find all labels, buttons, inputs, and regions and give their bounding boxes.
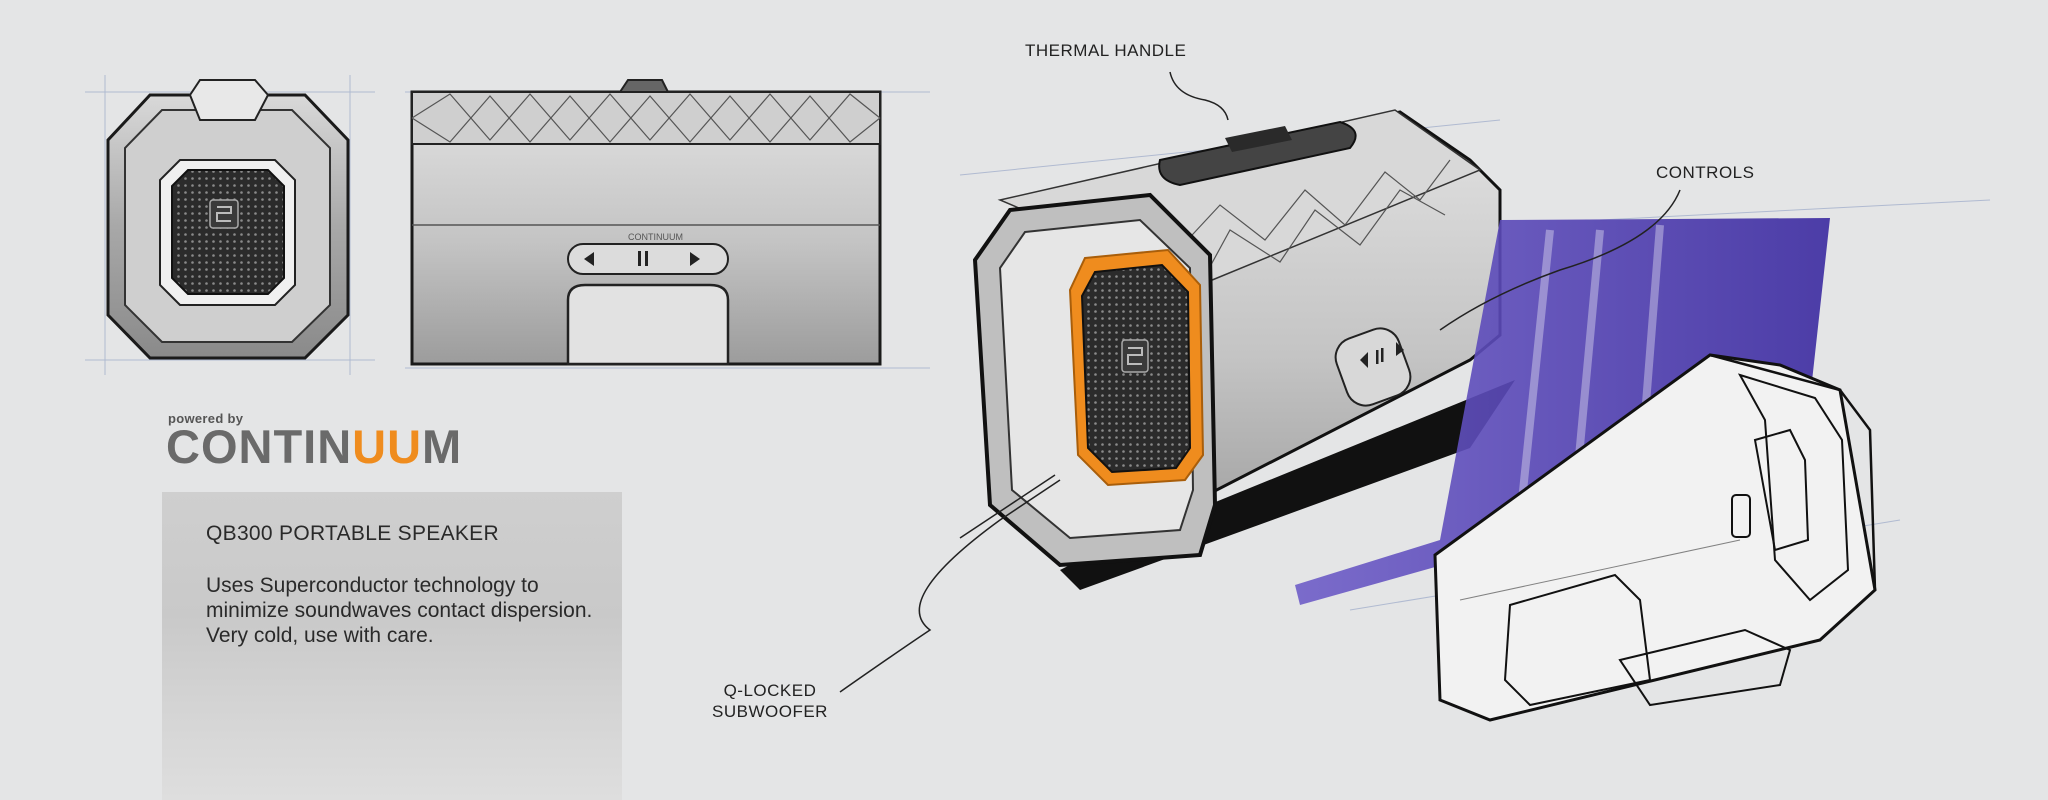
product-description: Uses Superconductor technology to minimi… <box>206 574 593 647</box>
brand-logo: CONTINUUM <box>166 422 462 472</box>
brand-logo-icon <box>1121 339 1149 373</box>
brand-logo-accent: UU <box>352 420 423 473</box>
svg-text:CONTINUUM: CONTINUUM <box>628 232 683 242</box>
callout-leader-lines <box>839 71 1681 693</box>
controls-label: CONTROLS <box>1656 163 1755 182</box>
thermal-handle-label: THERMAL HANDLE <box>1025 41 1187 60</box>
product-info-panel <box>162 492 622 800</box>
subwoofer-label: Q-LOCKED SUBWOOFER <box>712 680 828 722</box>
speaker-side-view: CONTINUUM <box>410 79 882 366</box>
subwoofer-label-line1: Q-LOCKED <box>723 681 817 700</box>
brand-logo-icon <box>209 199 239 229</box>
speaker-end-view <box>106 79 350 360</box>
brand-logo-post: M <box>422 420 463 473</box>
speaker-perspective-view <box>972 109 1515 590</box>
speaker-wireframe-view <box>1433 353 1877 722</box>
brand-logo-pre: CONTIN <box>166 420 353 473</box>
subwoofer-label-line2: SUBWOOFER <box>712 702 828 721</box>
powered-by-text: powered by <box>168 411 244 426</box>
product-title: QB300 PORTABLE SPEAKER <box>206 522 499 545</box>
